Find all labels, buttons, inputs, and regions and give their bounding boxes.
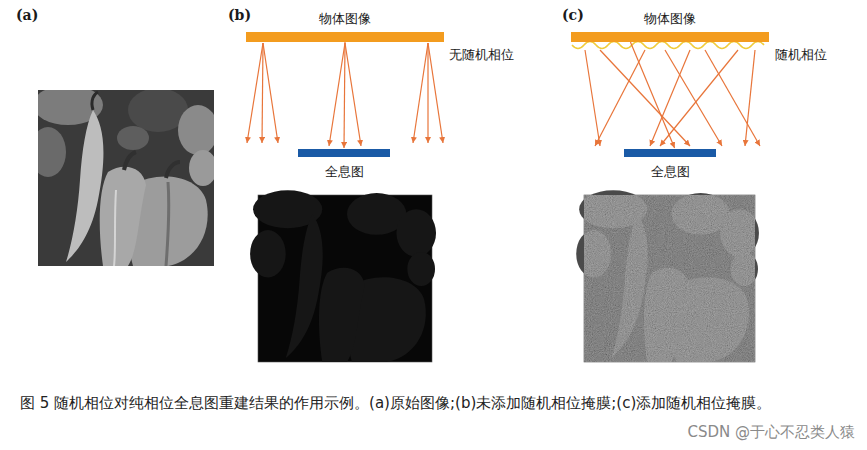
- hologram-bar: 全息图: [298, 149, 390, 181]
- random-phase-wave: [572, 42, 764, 49]
- panel-label: (a): [16, 6, 38, 25]
- object-bar: [571, 32, 769, 42]
- object-image-bar: 物体图像: [571, 10, 769, 42]
- bar-caption: 全息图: [298, 163, 390, 181]
- panel-label: (b): [228, 6, 251, 25]
- hologram-plate: [298, 149, 390, 157]
- watermark: CSDN @于心不忍类人猿: [687, 422, 855, 442]
- bar-caption: 全息图: [624, 163, 716, 181]
- light-ray-connector: [344, 42, 345, 148]
- object-image-bar: 物体图像: [246, 10, 444, 42]
- panel-label: (c): [562, 6, 584, 25]
- scattered-rays: [585, 50, 760, 146]
- bar-heading: 物体图像: [246, 10, 444, 28]
- light-ray-connector: [630, 42, 674, 148]
- hologram-bar: 全息图: [624, 149, 716, 181]
- bar-heading: 物体图像: [571, 10, 769, 28]
- reconstruction-noisy: [576, 190, 759, 362]
- object-bar: [246, 32, 444, 42]
- figure-caption: 图 5 随机相位对纯相位全息图重建结果的作用示例。(a)原始图像;(b)未添加随…: [20, 390, 856, 416]
- reconstruction-dark: [250, 190, 436, 362]
- annotation: 随机相位: [775, 46, 827, 64]
- hologram-plate: [624, 149, 716, 157]
- annotation: 无随机相位: [449, 46, 514, 64]
- peppers-image: [38, 90, 214, 266]
